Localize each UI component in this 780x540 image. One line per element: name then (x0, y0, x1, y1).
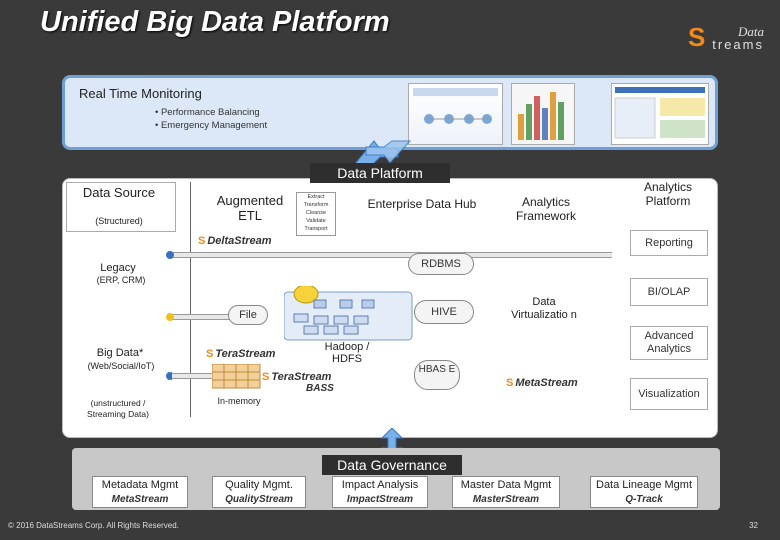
dashboard-thumbnail-icon (413, 88, 498, 124)
stream-icon: S (206, 348, 214, 360)
qtrack-product: Q-Track (625, 494, 663, 505)
enterprise-hub-label: Enterprise Data Hub (367, 197, 477, 211)
hbase-node: HBAS E (414, 360, 460, 390)
bass-text: BASS (306, 383, 334, 394)
monitoring-screenshot-1 (408, 83, 503, 145)
etl-steps-box: Extract Transform Cleanse Validate Trans… (296, 192, 336, 236)
metastream-product: MetaStream (111, 494, 169, 505)
impact-analysis-label: Impact Analysis (341, 479, 419, 491)
bigdata-sub-label: (Web/Social/IoT) (87, 361, 155, 371)
logo-text-bottom: treams (712, 37, 764, 52)
impact-analysis-box: Impact Analysis ImpactStream (332, 476, 428, 508)
augmented-etl-label: Augmented ETL (216, 193, 284, 223)
bigdata-source-dot (166, 372, 174, 380)
realtime-heading: Real Time Monitoring (79, 86, 202, 101)
page-number: 32 (749, 521, 758, 530)
reporting-box: Reporting (630, 230, 708, 256)
stream-icon: S (198, 235, 206, 247)
quality-mgmt-label: Quality Mgmt. (225, 479, 293, 491)
bi-olap-box: BI/OLAP (630, 278, 708, 306)
etl-step-transform: Transform (303, 202, 329, 208)
hadoop-cluster-icon (284, 286, 413, 341)
etl-step-transport: Transport (304, 226, 328, 232)
realtime-bullets: • Performance Balancing • Emergency Mana… (155, 106, 267, 132)
data-virtualization-label: Data Virtualizatio n (511, 296, 577, 321)
rdbms-node: RDBMS (408, 253, 474, 275)
metadata-mgmt-box: Metadata Mgmt MetaStream (92, 476, 188, 508)
bullet-performance: • Performance Balancing (155, 107, 260, 118)
file-node: File (228, 305, 268, 325)
master-data-mgmt-box: Master Data Mgmt MasterStream (452, 476, 560, 508)
inmemory-label: In-memory (217, 396, 261, 406)
slide-title: Unified Big Data Platform (40, 6, 390, 38)
visualization-box: Visualization (630, 378, 708, 410)
bar-chart-thumbnail-icon (518, 92, 564, 140)
rdbms-source-dot (166, 251, 174, 259)
legacy-label: Legacy (100, 262, 136, 274)
metadata-mgmt-label: Metadata Mgmt (101, 479, 179, 491)
metastream-text: MetaStream (515, 377, 578, 389)
masterstream-product: MasterStream (472, 494, 540, 505)
deltastream-text: DeltaStream (207, 235, 272, 247)
logo-s-icon: S (688, 22, 706, 52)
bullet-emergency: • Emergency Management (155, 120, 268, 131)
terastream-bass-text: TeraStream (271, 371, 332, 383)
etl-step-validate: Validate (306, 218, 326, 224)
data-governance-title: Data Governance (322, 455, 462, 475)
analytics-platform-label: Analytics Platform (643, 180, 693, 208)
impactstream-product: ImpactStream (346, 494, 414, 505)
data-source-label: Data Source (82, 185, 156, 200)
inmemory-grid-icon (212, 364, 261, 389)
data-platform-title: Data Platform (310, 163, 450, 183)
structured-label: (Structured) (95, 216, 143, 226)
hadoop-label: Hadoop / HDFS (324, 341, 370, 365)
file-flow-bar (172, 314, 232, 320)
bigdata-label: Big Data* (96, 347, 144, 359)
data-source-box: Data Source (Structured) (66, 182, 176, 232)
hive-node: HIVE (414, 300, 474, 324)
unstructured-label: (unstructured / Streaming Data) (87, 398, 149, 419)
analytics-framework-label: Analytics Framework (515, 195, 576, 223)
divider-line (190, 182, 191, 417)
data-lineage-mgmt-label: Data Lineage Mgmt (596, 479, 692, 491)
quality-mgmt-box: Quality Mgmt. QualityStream (212, 476, 306, 508)
bigdata-flow-bar (172, 373, 212, 379)
rdbms-flow-bar (172, 252, 612, 258)
terastream-text: TeraStream (215, 348, 276, 360)
stream-icon: S (506, 377, 514, 389)
monitoring-screenshot-2 (511, 83, 575, 145)
monitoring-screenshot-3 (611, 83, 709, 145)
datastreams-logo: S Data treams (688, 24, 764, 52)
etl-step-extract: Extract (307, 194, 325, 200)
qualitystream-product: QualityStream (225, 494, 293, 505)
etl-step-cleanse: Cleanse (305, 210, 327, 216)
copyright-footer: © 2016 DataStreams Corp. All Rights Rese… (8, 521, 179, 530)
stream-icon: S (262, 371, 270, 383)
data-lineage-mgmt-box: Data Lineage Mgmt Q-Track (590, 476, 698, 508)
logo-text-top: Data (738, 24, 764, 39)
master-data-mgmt-label: Master Data Mgmt (460, 479, 552, 491)
table-thumbnail-icon (614, 87, 705, 139)
advanced-analytics-box: Advanced Analytics (630, 326, 708, 360)
file-source-dot (166, 313, 174, 321)
legacy-sub-label: (ERP, CRM) (96, 275, 146, 285)
